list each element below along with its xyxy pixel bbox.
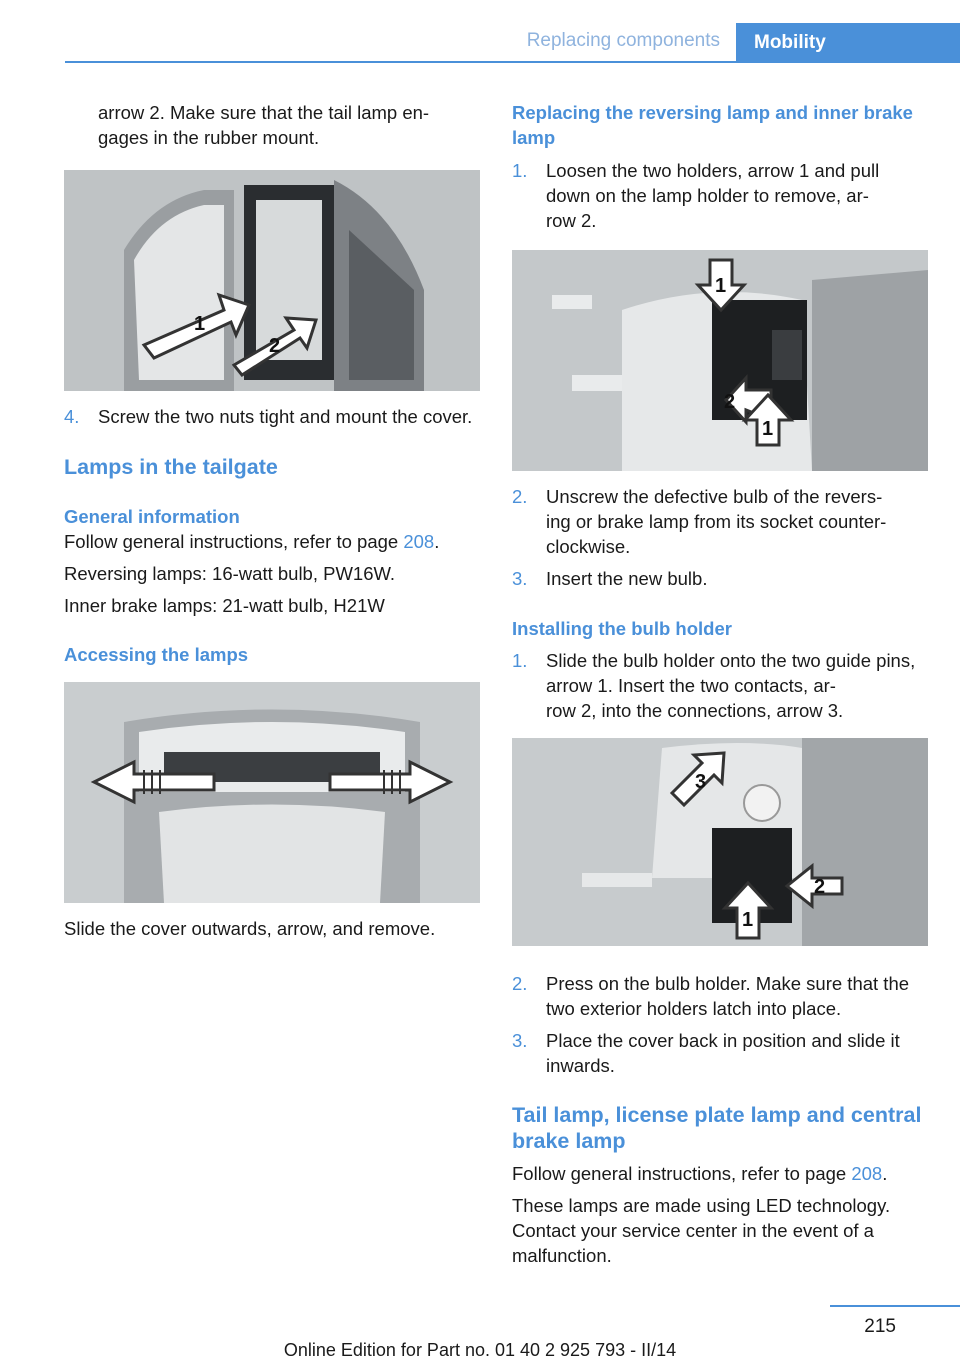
footer-rule [830, 1305, 960, 1307]
inner-brake-lamps-text: Inner brake lamps: 21-watt bulb, H21W [64, 595, 385, 616]
tail-general-instructions-pre: Follow general instructions, refer to pa… [512, 1163, 852, 1184]
led-technology-text: These lamps are made using LED technolog… [512, 1195, 891, 1266]
fig4-label-1: 1 [742, 909, 753, 931]
figure-bulb-holder-install: 3 2 1 [512, 738, 928, 946]
install-step-3: 3. Place the cover back in position and … [512, 1028, 928, 1078]
tail-general-instructions-text: Follow general instructions, refer to pa… [512, 1161, 928, 1186]
heading-general-information: General information [64, 506, 240, 527]
heading-installing-bulb-holder: Installing the bulb holder [512, 618, 732, 639]
step-4-text: Screw the two nuts tight and mount the c… [98, 406, 473, 427]
step-4: 4. Screw the two nuts tight and mount th… [64, 404, 480, 429]
install-step-3-number: 3. [512, 1030, 528, 1051]
tail-general-instructions-post: . [882, 1163, 888, 1184]
tail-page-link-208[interactable]: 208 [851, 1163, 883, 1184]
install-step-2: 2. Press on the bulb holder. Make sure t… [512, 971, 928, 1021]
figure-tail-lamp-mount: 1 2 [64, 170, 480, 391]
continued-step-text: arrow 2. Make sure that the tail lamp en… [98, 102, 430, 148]
fig4-label-3: 3 [695, 771, 706, 793]
replace-step-1-number: 1. [512, 160, 528, 181]
install-step-2-text: Press on the bulb holder. Make sure that… [546, 973, 910, 1019]
replace-step-2: 2. Unscrew the defective bulb of the rev… [512, 484, 928, 559]
slide-cover-text: Slide the cover outwards, arrow, and rem… [64, 918, 436, 939]
install-step-1-number: 1. [512, 650, 528, 671]
footer-edition: Online Edition for Part no. 01 40 2 925 … [283, 1340, 677, 1360]
heading-replacing-reversing-lamp: Replacing the reversing lamp and inner b… [512, 102, 913, 148]
heading-lamps-tailgate: Lamps in the tailgate [64, 455, 278, 479]
step-4-number: 4. [64, 406, 80, 427]
left-column: arrow 2. Make sure that the tail lamp en… [64, 100, 480, 941]
general-instructions-pre: Follow general instructions, refer to pa… [64, 531, 404, 552]
page-header: Replacing components Mobility [65, 23, 960, 63]
fig3-label-2: 2 [724, 391, 735, 413]
figure-lamp-holder-removal: 1 2 1 [512, 250, 928, 471]
reversing-lamps-text: Reversing lamps: 16-watt bulb, PW16W. [64, 563, 396, 584]
general-instructions-text: Follow general instructions, refer to pa… [64, 529, 480, 554]
right-column: Replacing the reversing lamp and inner b… [512, 100, 928, 1268]
fig4-label-2: 2 [814, 876, 825, 898]
heading-tail-license-central-lamp: Tail lamp, license plate lamp and centra… [512, 1103, 922, 1153]
fig3-label-1a: 1 [715, 275, 726, 297]
install-step-3-text: Place the cover back in position and sli… [546, 1030, 900, 1076]
figure-tailgate-cover [64, 682, 480, 903]
replace-step-3-number: 3. [512, 568, 528, 589]
replace-step-3-text: Insert the new bulb. [546, 568, 708, 589]
install-step-1-text: Slide the bulb holder onto the two guide… [546, 650, 916, 721]
replace-step-1: 1. Loosen the two holders, arrow 1 and p… [512, 158, 928, 233]
header-chapter-tab: Mobility [736, 23, 960, 63]
replace-step-3: 3. Insert the new bulb. [512, 566, 928, 591]
replace-step-2-number: 2. [512, 486, 528, 507]
install-step-1: 1. Slide the bulb holder onto the two gu… [512, 648, 928, 723]
page-link-208[interactable]: 208 [403, 531, 435, 552]
header-rule [65, 61, 960, 63]
install-step-2-number: 2. [512, 973, 528, 994]
heading-accessing-lamps: Accessing the lamps [64, 644, 249, 665]
header-section-title: Replacing components [526, 30, 720, 51]
general-instructions-post: . [434, 531, 440, 552]
fig3-label-1b: 1 [762, 418, 773, 440]
page-number: 215 [864, 1316, 896, 1337]
replace-step-2-text: Unscrew the defective bulb of the revers… [546, 486, 887, 557]
replace-step-1-text: Loosen the two holders, arrow 1 and pull… [546, 160, 880, 231]
fig1-label-2: 2 [269, 335, 280, 357]
fig1-label-1: 1 [194, 313, 205, 335]
